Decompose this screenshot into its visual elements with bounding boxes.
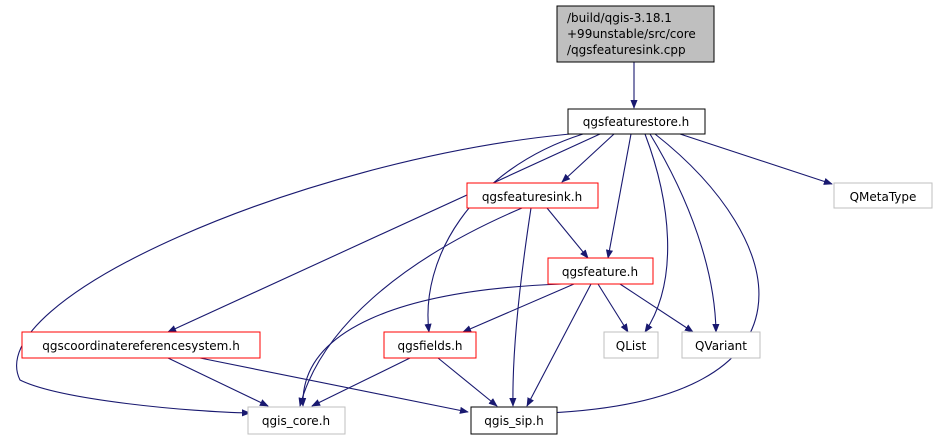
- node-qmetatype-label: QMetaType: [850, 190, 917, 204]
- node-qgis-core: qgis_core.h: [247, 406, 346, 435]
- node-qgis-sip[interactable]: qgis_sip.h: [470, 406, 558, 435]
- node-qgsfeature-label: qgsfeature.h: [562, 265, 638, 279]
- edge-featurestore-feature: [605, 133, 632, 259]
- node-qgscoordinatereferencesystem[interactable]: qgscoordinatereferencesystem.h: [21, 331, 261, 359]
- node-qvariant-label: QVariant: [695, 339, 747, 353]
- edge-featurestore-qvariant: [649, 133, 720, 333]
- edge-featuresink-sip: [509, 207, 532, 407]
- node-qmetatype: QMetaType: [833, 182, 933, 209]
- edge-featurestore-sip: [547, 133, 760, 417]
- node-qvariant: QVariant: [681, 331, 761, 359]
- node-root-file: /build/qgis-3.18.1 +99unstable/src/core …: [556, 5, 715, 63]
- edge-crs-core: [167, 357, 269, 407]
- node-qgscoordinatereferencesystem-label: qgscoordinatereferencesystem.h: [42, 339, 240, 353]
- node-qgsfeaturesink-label: qgsfeaturesink.h: [482, 190, 582, 204]
- edge-feature-fields: [462, 283, 575, 333]
- edge-crs-sip: [199, 357, 469, 414]
- edge-featuresink-core: [298, 207, 523, 407]
- edge-fields-core: [311, 357, 411, 407]
- node-qgsfeature[interactable]: qgsfeature.h: [547, 257, 654, 285]
- node-qgsfeaturestore[interactable]: qgsfeaturestore.h: [567, 108, 706, 135]
- edge-featurestore-fields: [424, 133, 584, 333]
- edge-feature-sip: [526, 283, 592, 407]
- edge-featurestore-core: [16, 133, 571, 417]
- nodes: /build/qgis-3.18.1 +99unstable/src/core …: [21, 5, 933, 435]
- edge-featurestore-featuresink: [561, 133, 615, 183]
- edge-featuresink-feature: [546, 207, 589, 259]
- edge-feature-qlist: [597, 283, 629, 333]
- edges: [16, 62, 833, 417]
- edge-featurestore-qlist: [644, 133, 669, 333]
- edge-fields-sip: [437, 357, 498, 407]
- node-qgsfeaturesink[interactable]: qgsfeaturesink.h: [466, 182, 599, 209]
- edge-featurestore-crs: [167, 133, 601, 333]
- node-qgsfeaturestore-label: qgsfeaturestore.h: [583, 115, 690, 129]
- edge-featurestore-metatype: [679, 133, 833, 185]
- node-qgsfields-label: qgsfields.h: [397, 339, 462, 353]
- node-qlist-label: QList: [616, 339, 647, 353]
- node-root-line-3: /qgsfeaturesink.cpp: [567, 43, 686, 57]
- node-qgis-core-label: qgis_core.h: [262, 414, 330, 428]
- node-root-line-1: /build/qgis-3.18.1: [567, 11, 672, 25]
- node-qgis-sip-label: qgis_sip.h: [484, 414, 543, 428]
- edge-feature-qvariant: [619, 283, 694, 333]
- node-root-line-2: +99unstable/src/core: [567, 27, 696, 41]
- edge-feature-core: [299, 283, 563, 407]
- node-qgsfields[interactable]: qgsfields.h: [383, 331, 477, 359]
- node-qlist: QList: [603, 331, 659, 359]
